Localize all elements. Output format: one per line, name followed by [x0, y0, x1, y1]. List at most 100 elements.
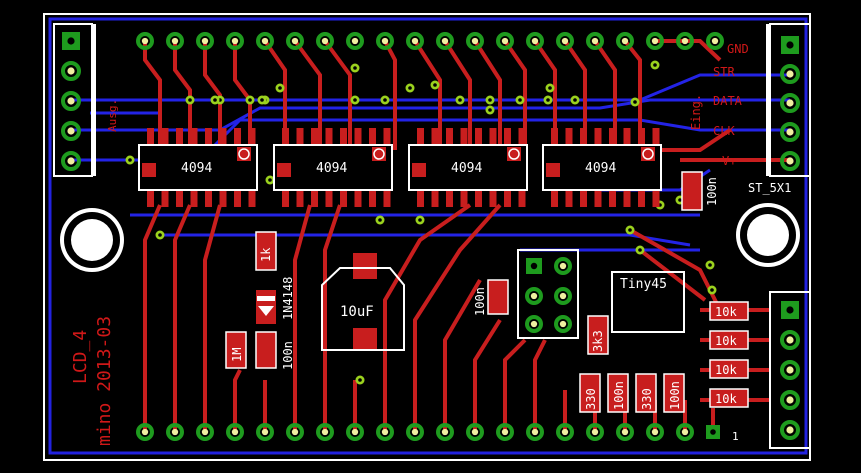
- header-bottom-pad: [196, 423, 214, 441]
- ic-1: 4094: [138, 128, 258, 207]
- header-top-pad: [226, 32, 244, 50]
- trace: [293, 204, 312, 432]
- via: [125, 155, 135, 165]
- trace: [533, 39, 557, 150]
- capacitor-100n-mid-label: 100n: [473, 287, 487, 316]
- header-top-pad: [346, 32, 364, 50]
- bottom-part-label: 100n: [668, 381, 682, 410]
- connector-right-bottom-pad: [780, 330, 800, 350]
- pin1-marker: 1: [732, 430, 739, 443]
- bottom-part-label: 330: [640, 388, 654, 410]
- via: [350, 95, 360, 105]
- resistor-10k: 10k: [709, 359, 749, 379]
- via: [650, 60, 660, 70]
- trace: [503, 39, 527, 150]
- header-top-pad: [586, 32, 604, 50]
- connector-left: Ausg.: [53, 23, 119, 177]
- via: [375, 215, 385, 225]
- board-title: LCD_4: [70, 330, 91, 384]
- pin-label-vplus: V+: [722, 154, 736, 168]
- header-bottom-pad: [676, 423, 694, 441]
- header-top-pad: [196, 32, 214, 50]
- header-bottom-pad: [616, 423, 634, 441]
- trace: [203, 204, 222, 432]
- header-bottom-pad: [706, 425, 720, 439]
- via: [257, 95, 267, 105]
- connector-right-top-pad: [781, 36, 799, 54]
- header-bottom-pad: [526, 423, 544, 441]
- header-top-pad: [166, 32, 184, 50]
- capacitor-100n-diode: 100n: [255, 331, 295, 370]
- board-author: mino 2013-03: [94, 316, 115, 446]
- via: [380, 95, 390, 105]
- capacitor-100n-mid: 100n: [473, 279, 509, 316]
- trace: [413, 203, 502, 432]
- connector-name: ST_5X1: [748, 181, 791, 195]
- mounting-hole-right: [736, 203, 800, 267]
- header-top-pad: [316, 32, 334, 50]
- trace: [143, 41, 162, 150]
- trace: [443, 39, 472, 150]
- header-row-top: [136, 32, 724, 50]
- capacitor-100n-right-label: 100n: [705, 177, 719, 206]
- ic-label: 4094: [451, 161, 482, 176]
- isp-pad: [525, 315, 543, 333]
- diode-1n4148: 1N4148: [256, 277, 295, 324]
- mcu-label: Tiny45: [620, 277, 667, 292]
- header-top-pad: [256, 32, 274, 50]
- ic-2: 4094: [273, 128, 393, 207]
- trace: [593, 39, 617, 150]
- capacitor-10uf: 10uF: [321, 253, 405, 351]
- connector-right-bottom-pad: [780, 390, 800, 410]
- resistor-1m: 1M: [225, 331, 247, 369]
- trace: [533, 339, 547, 432]
- header-top-pad: [466, 32, 484, 50]
- header-top-pad: [496, 32, 514, 50]
- header-bottom-pad: [466, 423, 484, 441]
- header-bottom-pad: [646, 423, 664, 441]
- header-bottom-pad: [556, 423, 574, 441]
- header-top-pad: [646, 32, 664, 50]
- resistor-1k: 1k: [255, 231, 277, 271]
- header-top-pad: [406, 32, 424, 50]
- bottom-part: 330: [635, 373, 657, 413]
- trace: [413, 39, 442, 150]
- capacitor-100n-diode-label: 100n: [281, 341, 295, 370]
- via: [405, 83, 415, 93]
- board-outline: [43, 13, 811, 461]
- via: [625, 225, 635, 235]
- header-top-pad: [676, 32, 694, 50]
- resistor-3k3-label: 3k3: [591, 330, 605, 352]
- connector-right-bottom-pad: [781, 301, 799, 319]
- resistor-10k: 10k: [709, 301, 749, 321]
- via: [185, 95, 195, 105]
- header-bottom-pad: [586, 423, 604, 441]
- connector-right-top-pad: [780, 122, 800, 142]
- via: [485, 95, 495, 105]
- via: [545, 83, 555, 93]
- trace: [263, 39, 287, 150]
- via: [635, 245, 645, 255]
- trace: [383, 203, 472, 432]
- header-bottom-pad: [166, 423, 184, 441]
- via: [455, 95, 465, 105]
- isp-header: [517, 249, 579, 339]
- header-top-pad: [286, 32, 304, 50]
- ic-label: 4094: [181, 161, 212, 176]
- board-frame-inner: [48, 17, 808, 455]
- trace: [233, 369, 242, 432]
- trace: [173, 41, 192, 150]
- pin-label-str: STR: [713, 65, 735, 79]
- via: [515, 95, 525, 105]
- connector-left-pad: [61, 91, 81, 111]
- diode-label: 1N4148: [281, 277, 295, 320]
- capacitor-100n-right: 100n: [681, 171, 719, 211]
- header-top-pad: [556, 32, 574, 50]
- connector-right-top-pad: [780, 93, 800, 113]
- ic-label: 4094: [585, 161, 616, 176]
- pin-label-gnd: GND: [727, 42, 749, 56]
- header-top-pad: [436, 32, 454, 50]
- trace: [233, 41, 252, 150]
- resistor-10k: 10k: [709, 330, 749, 350]
